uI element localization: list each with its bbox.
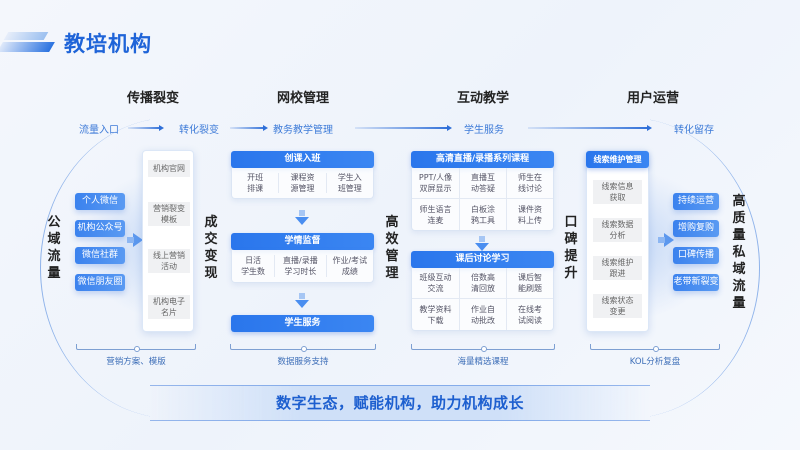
chip-lead-status: 线索状态 变更 — [593, 294, 642, 318]
bar-live-courses: 高清直播/录播系列课程 — [411, 151, 554, 168]
chip-lead-followup: 线索维护 跟进 — [593, 256, 642, 280]
cell-scores: 作业/考试 成绩 — [325, 255, 373, 277]
cell-smart-practice: 课后智 能刷题 — [506, 268, 553, 299]
chip-fission-template: 营销裂变 模板 — [148, 202, 190, 226]
bracket — [590, 344, 720, 352]
cell-whiteboard: 白板涂 鸦工具 — [459, 199, 506, 230]
card-learning-supervision: 日活 学生数 直播/录播 学习时长 作业/考试 成绩 — [231, 250, 374, 283]
flow-step-3: 教务教学管理 — [273, 125, 333, 136]
cell-online-discussion: 师生在 线讨论 — [506, 168, 553, 199]
cell-class-interaction: 班级互动 交流 — [412, 268, 459, 299]
label-reputation: 口碑提升 — [564, 215, 578, 281]
cell-course-resource: 课程资 源管理 — [278, 173, 325, 193]
cell-playback: 倍数高 清回放 — [459, 268, 506, 299]
card-after-class: 班级互动 交流 倍数高 清回放 课后智 能刷题 教学资料 下载 作业自 动批改 … — [411, 268, 554, 331]
arrow-right-icon — [127, 233, 143, 247]
right-arc-decoration — [650, 118, 760, 418]
pill-referral: 老带新裂变 — [673, 274, 719, 291]
cell-dau: 日活 学生数 — [241, 256, 266, 276]
bracket — [230, 344, 376, 352]
label-private-traffic: 高质量私域流量 — [732, 194, 746, 311]
chip-lead-analysis: 线索数据 分析 — [593, 218, 642, 242]
bracket-label-data-service: 数据服务支持 — [277, 357, 329, 367]
flow-arrow-icon — [230, 125, 268, 130]
flow-step-4: 学生服务 — [464, 125, 504, 136]
card-live-courses: PPT/人像 双屏显示 直播互 动答疑 师生在 线讨论 师生语言 连麦 白板涂 … — [411, 168, 554, 231]
page-title: 教培机构 — [64, 32, 152, 56]
cell-dual-screen: PPT/人像 双屏显示 — [412, 168, 459, 199]
bracket-label-marketing: 营销方案、模版 — [106, 357, 166, 367]
pill-word-of-mouth: 口碑传播 — [673, 247, 719, 264]
flow-step-2: 转化裂变 — [179, 125, 219, 136]
card-create-class: 开班 排课 课程资 源管理 学生入 班管理 — [231, 168, 374, 199]
flow-arrow-icon — [528, 125, 652, 130]
bar-learning-supervision: 学情监督 — [231, 233, 374, 250]
chip-lead-info: 线索信息 获取 — [593, 180, 642, 204]
down-arrow-icon — [295, 210, 309, 225]
pill-official-account: 机构公众号 — [75, 220, 125, 237]
down-arrow-icon — [475, 236, 489, 251]
pill-wechat-group: 微信社群 — [75, 247, 125, 264]
pill-continuous-ops: 持续运营 — [673, 193, 719, 210]
section-title-interactive: 互动教学 — [456, 91, 509, 106]
pill-wechat-moments: 微信朋友圈 — [75, 274, 125, 291]
pill-personal-wechat: 个人微信 — [75, 193, 125, 210]
banner-text: 数字生态，赋能机构，助力机构成长 — [275, 394, 524, 412]
flow-arrow-icon — [355, 125, 452, 130]
chip-website: 机构官网 — [148, 160, 190, 177]
section-title-school: 网校管理 — [276, 91, 329, 106]
bar-create-class: 创课入班 — [231, 151, 374, 168]
cell-auto-grading: 作业自 动批改 — [459, 299, 506, 330]
bracket-label-kol: KOL分析复盘 — [629, 357, 681, 367]
down-arrow-icon — [295, 293, 309, 308]
cell-study-time: 直播/录播 学习时长 — [274, 255, 326, 277]
section-title-user-ops: 用户运营 — [626, 91, 679, 106]
bracket-label-courses: 海量精选课程 — [457, 357, 509, 367]
label-public-traffic: 公域流量 — [47, 215, 61, 281]
left-arc-decoration — [40, 118, 150, 418]
label-conversion: 成交变现 — [204, 215, 218, 281]
cell-upload: 课件资 料上传 — [506, 199, 553, 230]
chip-e-card: 机构电子 名片 — [148, 295, 190, 319]
cell-enroll: 学生入 班管理 — [325, 173, 373, 193]
cell-schedule: 开班 排课 — [247, 173, 264, 193]
bar-student-service: 学生服务 — [231, 315, 374, 332]
bar-after-class: 课后讨论学习 — [411, 251, 554, 268]
bar-lead-mgmt: 线索维护管理 — [586, 151, 649, 168]
cell-live-qa: 直播互 动答疑 — [459, 168, 506, 199]
bracket — [76, 344, 196, 352]
chip-online-activity: 线上营销 活动 — [148, 249, 190, 273]
cell-online-exam: 在线考 试阅读 — [506, 299, 553, 330]
flow-step-1: 流量入口 — [79, 125, 119, 136]
flow-step-5: 转化留存 — [674, 125, 714, 136]
cell-download: 教学资料 下载 — [419, 304, 452, 325]
spread-panel: 机构官网 营销裂变 模板 线上营销 活动 机构电子 名片 — [142, 150, 194, 332]
section-title-spread: 传播裂变 — [126, 91, 179, 106]
label-efficient-mgmt: 高效管理 — [385, 215, 399, 281]
pill-repurchase: 增购复购 — [673, 220, 719, 237]
bracket — [411, 344, 555, 352]
logo-stripes-icon — [0, 30, 60, 58]
arrow-right-icon — [658, 233, 674, 247]
bottom-banner: 数字生态，赋能机构，助力机构成长 — [150, 385, 650, 421]
cell-voice-link: 师生语言 连麦 — [419, 204, 452, 225]
